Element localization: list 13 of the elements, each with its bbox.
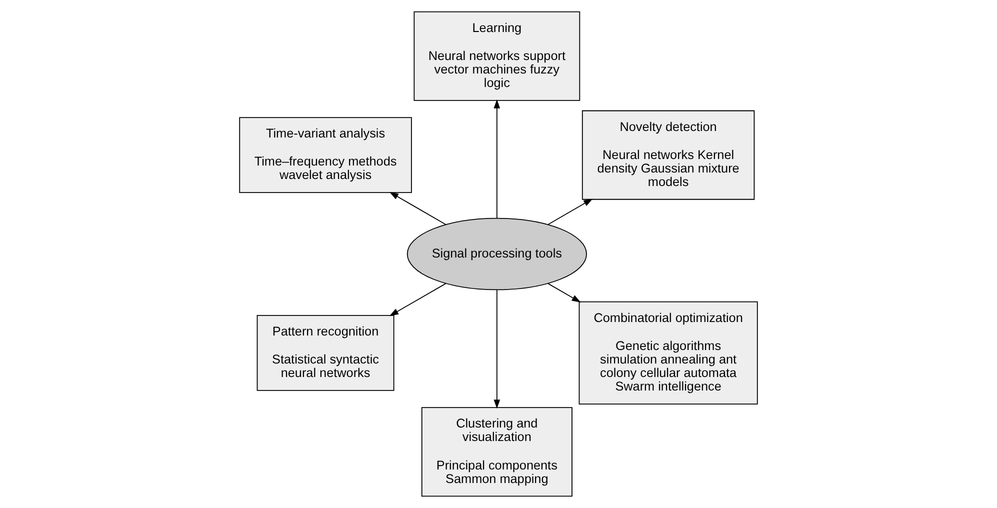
node-box: Pattern recognition Statistical syntactic neural networks	[256, 314, 394, 391]
arrow	[389, 192, 446, 226]
arrow	[494, 99, 500, 219]
node-box: Learning Neural networks support vector machines fuzzy logic	[414, 11, 580, 101]
node-box: Combinatorial optimization Genetic algorithms simulation annealing ant colony cellular automata Swarm intelligence	[578, 301, 758, 404]
arrow	[389, 282, 446, 316]
node-box: Time-variant analysis Time–frequency methods wavelet analysis	[239, 117, 412, 194]
node-box: Novelty detection Neural networks Kernel density Gaussian mixture models	[582, 110, 755, 200]
node-box: Clustering and visualization Principal components Sammon mapping	[421, 407, 572, 497]
arrow	[547, 282, 581, 302]
arrow	[547, 198, 593, 226]
arrow	[494, 289, 500, 409]
node-ellipse: Signal processing tools	[406, 218, 587, 290]
